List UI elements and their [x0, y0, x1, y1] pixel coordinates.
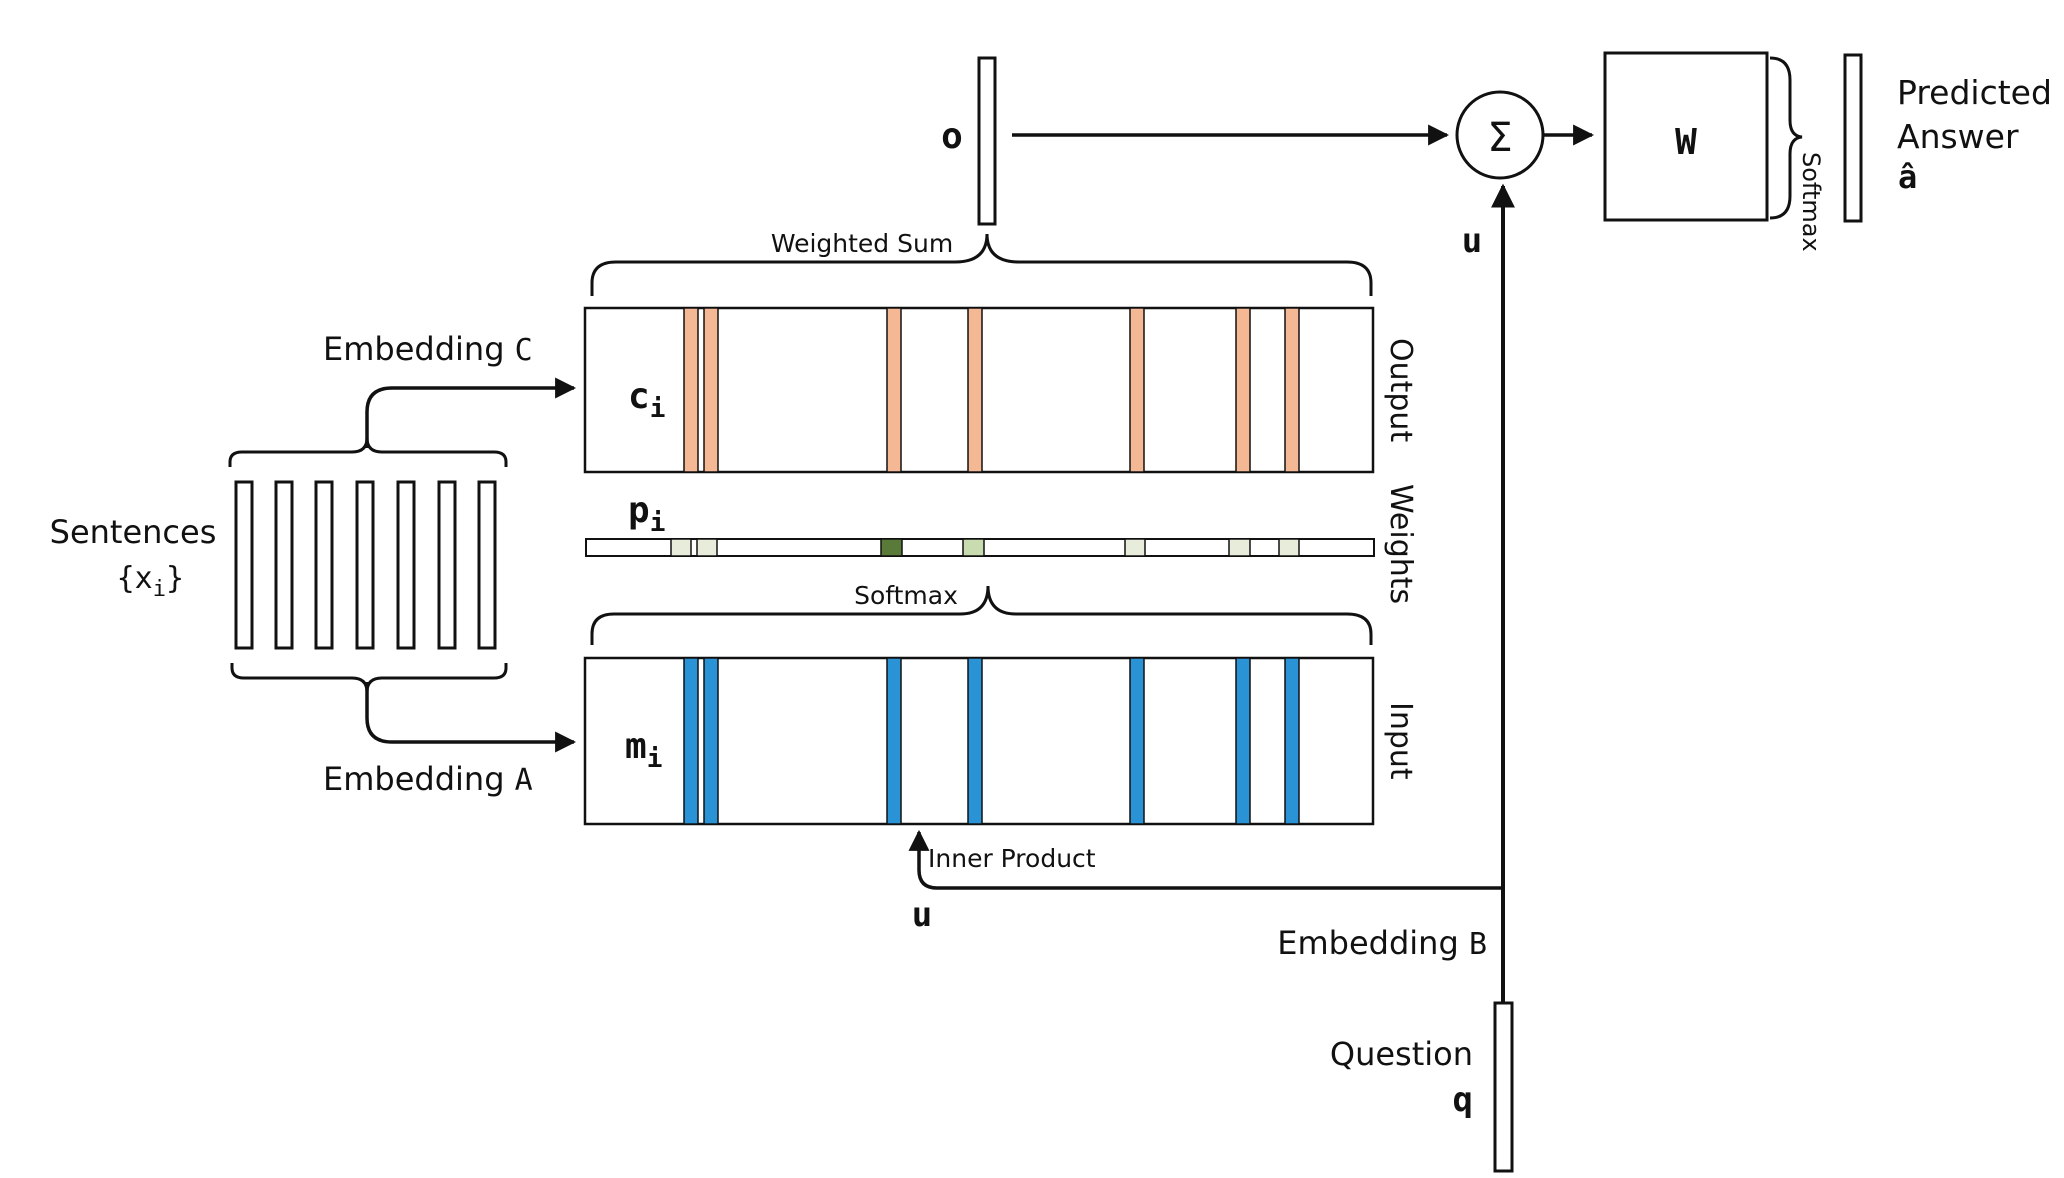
sentence-vectors — [234, 480, 497, 650]
sentences-label: Sentences — [50, 513, 217, 551]
weights-cells — [670, 538, 1300, 557]
answer-vector — [1843, 53, 1863, 223]
sentence-vector — [437, 480, 457, 650]
output-stripe — [886, 307, 902, 473]
u-bottom-label: u — [912, 895, 932, 935]
sentence-vector — [274, 480, 294, 650]
weight-cell — [1278, 538, 1300, 557]
predicted-answer-line1: Predicted — [1897, 73, 2052, 112]
p-i-label: pi — [628, 490, 665, 538]
input-stripe — [1284, 657, 1300, 825]
embedding-c-arrow — [365, 377, 577, 448]
output-memory-stripes — [683, 307, 1300, 473]
weight-cell — [696, 538, 718, 557]
sentence-vector — [314, 480, 334, 650]
input-label: Input — [1383, 702, 1418, 780]
input-stripe — [1129, 657, 1145, 825]
output-stripe — [683, 307, 699, 473]
embedding-a-label: Embedding A — [323, 760, 533, 798]
question-label: Question — [1330, 1035, 1473, 1073]
softmax-brace-top — [1769, 56, 1803, 220]
weight-cell — [1228, 538, 1251, 557]
c-i-label: ci — [628, 376, 665, 424]
sigma-symbol: Σ — [1487, 115, 1512, 161]
u-top-label: u — [1462, 221, 1482, 261]
sentence-vector — [355, 480, 375, 650]
inner-product-label: Inner Product — [928, 844, 1096, 873]
weights-label: Weights — [1383, 484, 1418, 604]
input-stripe — [967, 657, 983, 825]
output-stripe — [967, 307, 983, 473]
sum-node — [1455, 90, 1545, 180]
embedding-c-label: Embedding C — [323, 330, 533, 368]
input-stripe — [886, 657, 902, 825]
input-stripe — [1235, 657, 1251, 825]
input-memory-stripes — [683, 657, 1300, 825]
answer-symbol: â — [1898, 158, 1917, 196]
embedding-a-arrow — [365, 682, 577, 753]
output-stripe — [1235, 307, 1251, 473]
weight-cell — [962, 538, 985, 557]
sentence-vector — [477, 480, 497, 650]
softmax-top-label: Softmax — [1797, 152, 1825, 252]
output-stripe — [1284, 307, 1300, 473]
input-stripe — [703, 657, 719, 825]
predicted-answer-line2: Answer — [1897, 117, 2019, 156]
softmax-mid-label: Softmax — [854, 581, 958, 610]
output-stripe — [703, 307, 719, 473]
weighted-sum-label: Weighted Sum — [771, 229, 953, 258]
o-label: o — [941, 116, 963, 157]
embedding-b-label: Embedding B — [1277, 924, 1487, 962]
m-i-label: mi — [625, 726, 662, 774]
output-label: Output — [1383, 338, 1418, 442]
sentence-vector — [396, 480, 416, 650]
w-label: W — [1675, 122, 1697, 163]
inner-product-arrow — [908, 829, 1503, 890]
output-stripe — [1129, 307, 1145, 473]
weighted-sum-brace — [590, 233, 1373, 296]
sentences-brace-bottom — [230, 663, 508, 693]
softmax-brace-mid — [590, 585, 1373, 645]
question-symbol: q — [1453, 1080, 1473, 1120]
sentences-symbol: {xi} — [117, 561, 184, 602]
sentence-vector — [234, 480, 254, 650]
weight-cell — [670, 538, 692, 557]
o-vector — [977, 56, 997, 226]
w-matrix — [1603, 51, 1769, 222]
weight-cell — [1124, 538, 1146, 557]
question-vector — [1493, 1001, 1514, 1173]
input-stripe — [683, 657, 699, 825]
weight-cell — [880, 538, 903, 557]
